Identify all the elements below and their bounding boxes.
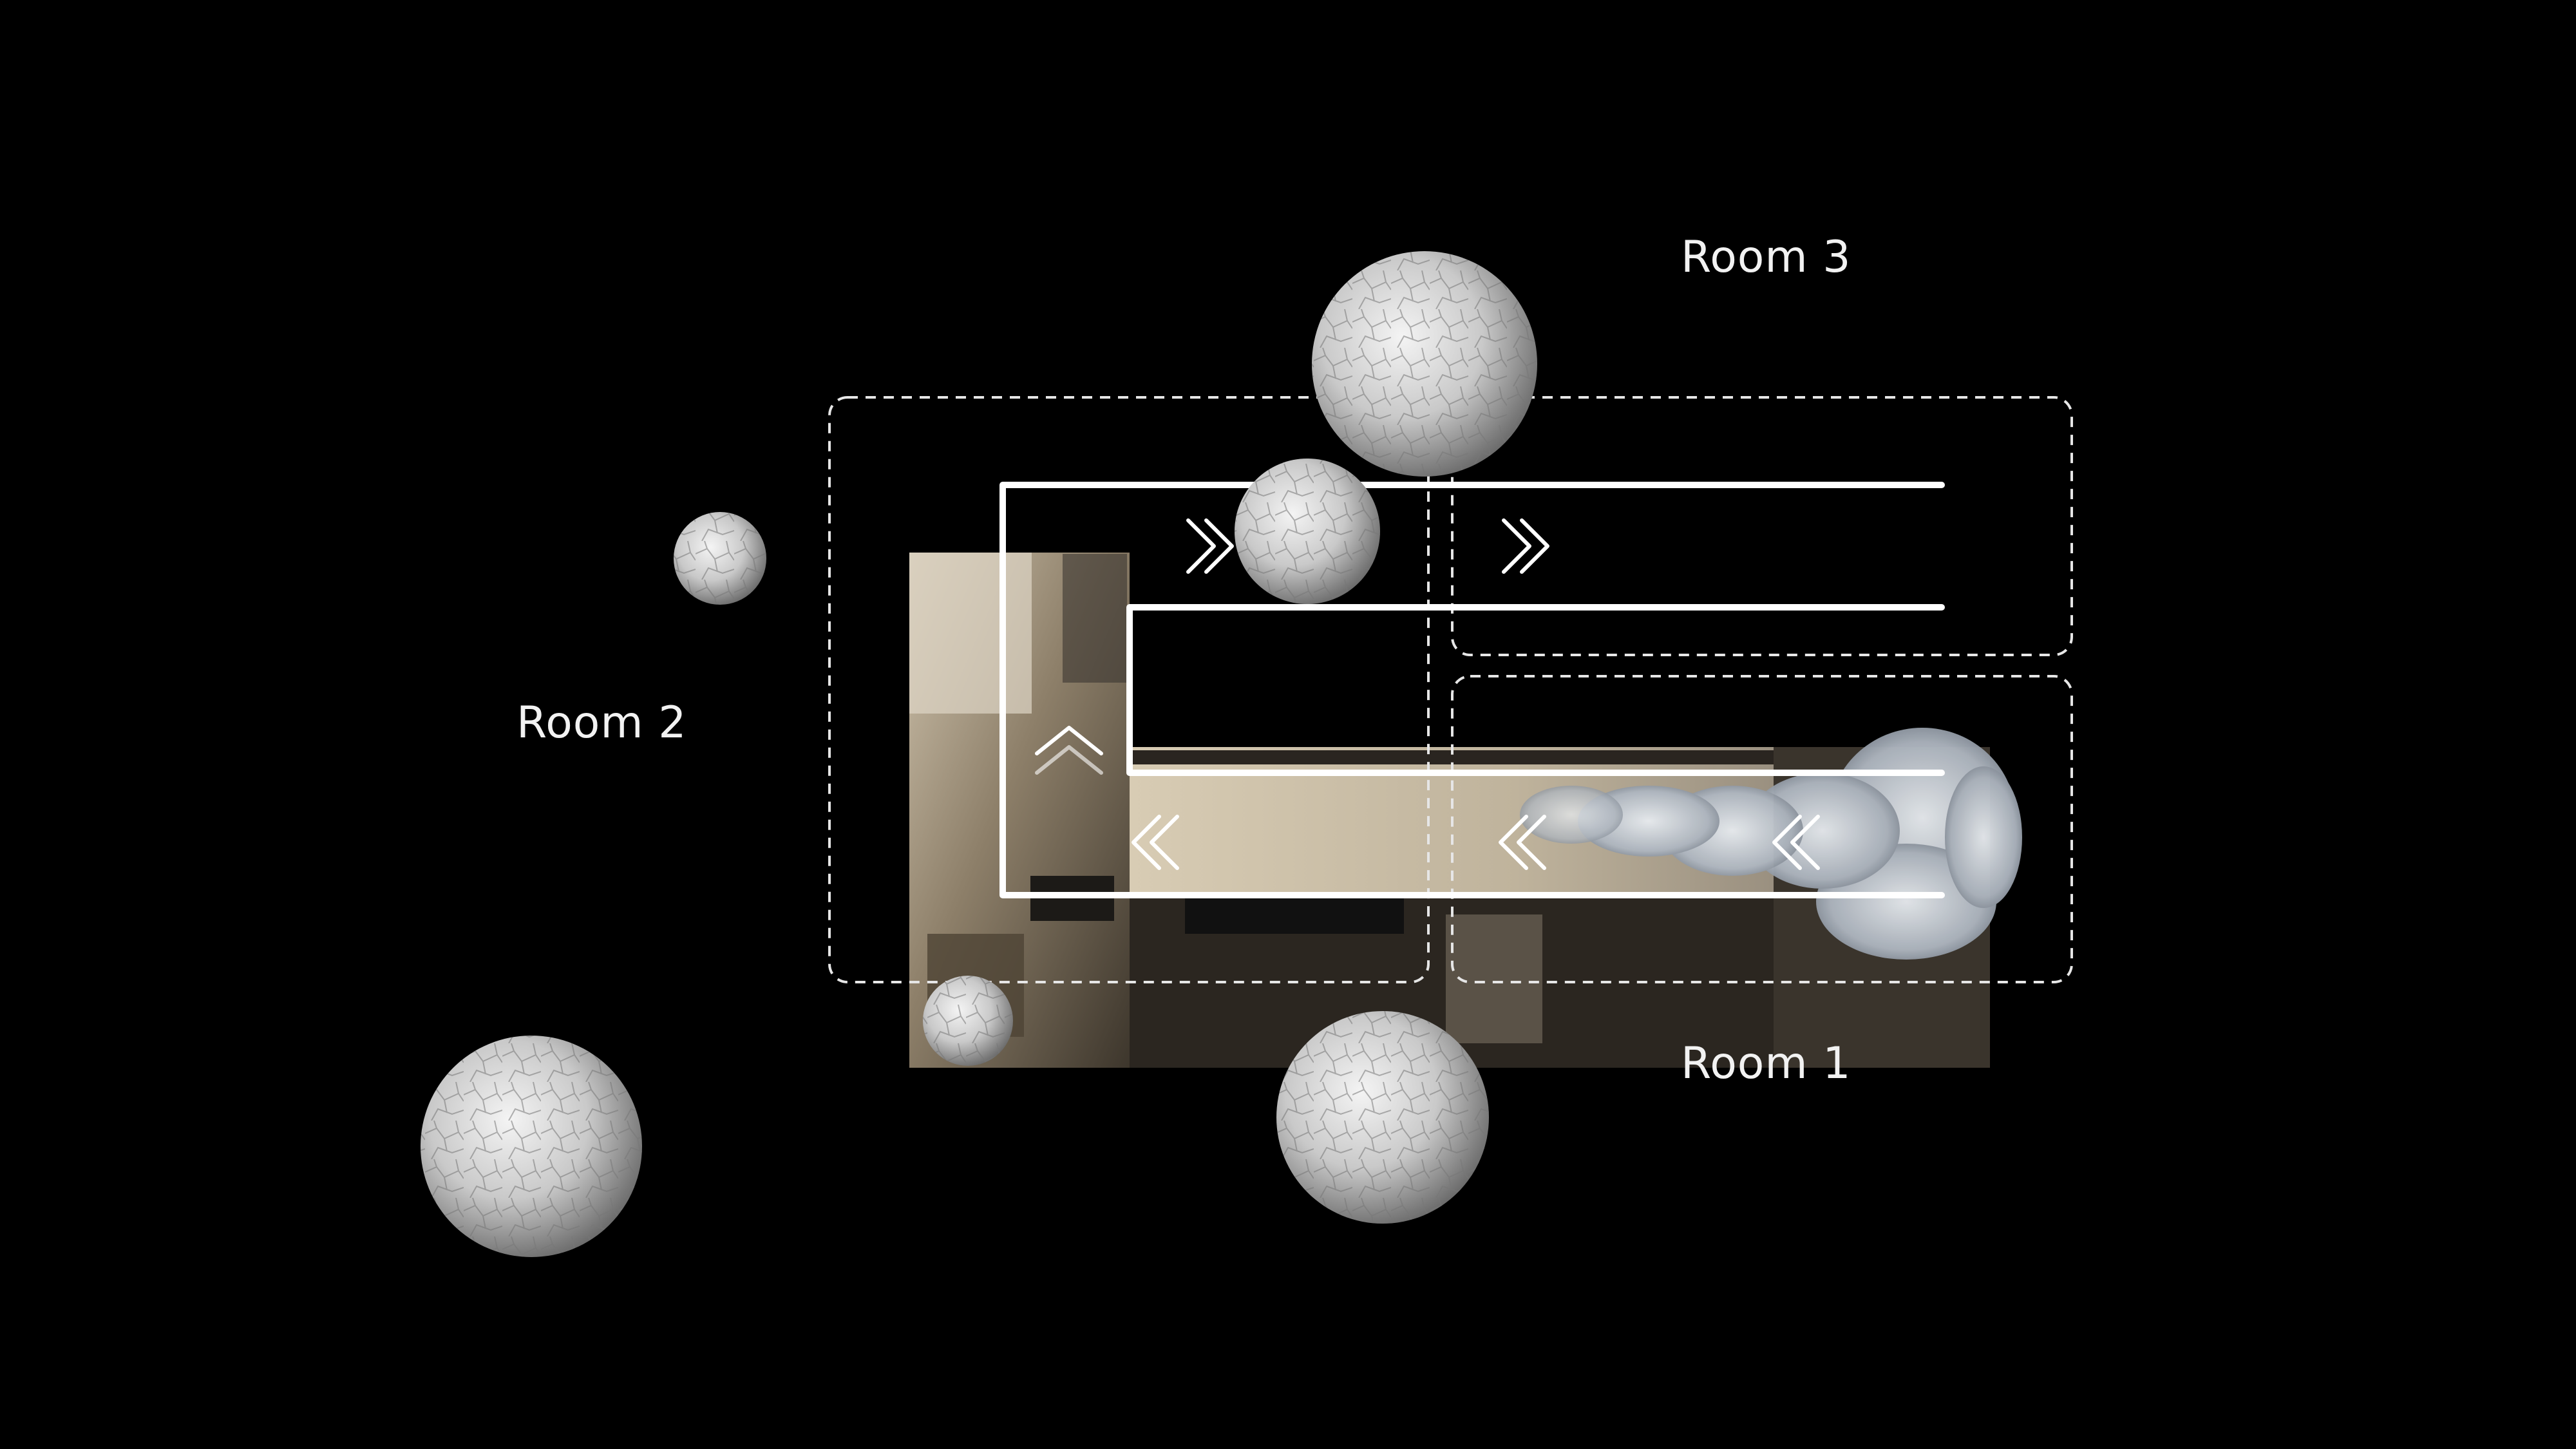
double-chevron-left-icon [1772,815,1820,870]
cloud-sphere-icon [674,512,766,605]
cloud-sphere-icon [1235,459,1380,604]
cloud-sphere-icon [1276,1011,1489,1224]
room-2-zone [828,396,1430,983]
cloud-sphere-icon [1312,251,1537,477]
cloud-sphere-icon [421,1036,642,1257]
room-3-label: Room 3 [1681,232,1852,283]
double-chevron-left-icon [1499,815,1546,870]
room-1-zone [1451,675,2073,983]
circulation-path [999,482,1945,898]
double-chevron-left-icon [1132,815,1179,870]
room-2-label: Room 2 [516,697,687,748]
room-1-label: Room 1 [1681,1038,1852,1089]
cloud-sphere-icon [923,976,1013,1066]
double-chevron-right-icon [1186,518,1234,574]
double-chevron-right-icon [1502,518,1549,574]
room-3-zone [1451,396,2073,656]
chevron-up-icon [1035,726,1103,775]
